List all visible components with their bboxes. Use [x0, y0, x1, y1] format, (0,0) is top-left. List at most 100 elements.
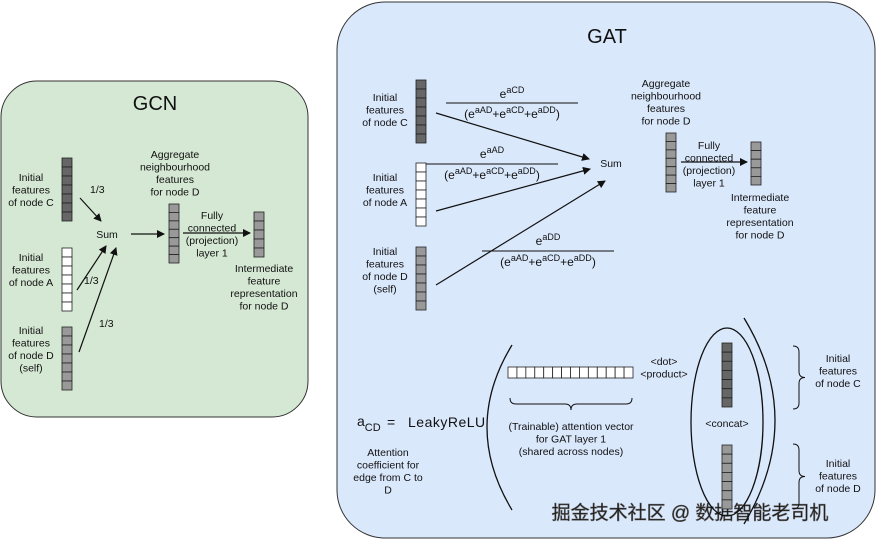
gat-aggregate-vector-cell: [665, 141, 677, 151]
gcn-node-d-vector-cell: [61, 371, 73, 382]
gcn-node-c-vector: [61, 157, 73, 222]
gcn-node-a-vector-cell: [61, 247, 73, 258]
gat-aggregate-vector-cell: [665, 132, 677, 142]
gcn-weight-c: 1/3: [90, 184, 105, 196]
concat-node-d-vector-cell: [721, 481, 733, 492]
gat-node-a-vector-cell: [415, 162, 427, 173]
concat-node-c-vector-cell: [721, 379, 733, 390]
gat-output-vector-cell: [750, 150, 762, 160]
gcn-node-c-vector-cell: [61, 193, 73, 204]
attention-vector-cell: [587, 366, 598, 379]
attention-fraction-c: eaCD(eaAD+eaCD+eaDD): [446, 85, 578, 121]
gcn-node-d-vector-cell: [61, 353, 73, 364]
concat-node-d-vector-cell: [721, 453, 733, 464]
gat-sum-label: Sum: [600, 158, 622, 170]
fracA-numerator: eaAD: [480, 145, 505, 161]
gat-title: GAT: [587, 26, 627, 48]
attention-vector-cell: [552, 366, 562, 379]
attention-vector: [507, 366, 634, 379]
gcn-node-a-vector-cell: [61, 256, 73, 267]
attention-vector-cell: [507, 366, 518, 379]
gcn-aggregate-vector-cell: [168, 203, 180, 213]
gat-node-d-vector-cell: [415, 255, 427, 266]
gat-node-c-vector-cell: [415, 97, 427, 108]
gat-node-c-vector-cell: [415, 124, 427, 135]
coef-equals: =: [387, 414, 395, 430]
fracA-denominator: (eaAD+eaCD+eaDD): [444, 166, 540, 182]
attention-vector-cell: [596, 366, 607, 379]
gcn-aggregate-vector-cell: [168, 220, 180, 230]
gcn-aggregate-vector-cell: [168, 237, 180, 247]
leaky-relu-open-paren: [486, 344, 513, 511]
gat-node-c-vector-cell: [415, 79, 427, 90]
concat-node-c-vector-cell: [721, 370, 733, 380]
gcn-sum-label: Sum: [96, 229, 118, 241]
attention-vector-cell: [561, 366, 571, 379]
dot-product-label: <dot><product>: [640, 356, 687, 381]
gat-output-vector-cell: [750, 141, 762, 152]
gcn-output-vector-cell: [253, 229, 265, 240]
gcn-node-a-vector-cell: [61, 292, 73, 303]
gcn-output-vector-cell: [253, 211, 265, 222]
gat-node-a-vector-cell: [415, 207, 427, 218]
gcn-output-vector-cell: [253, 247, 265, 258]
gcn-node-d-vector-cell: [61, 362, 73, 373]
attention-vector-cell: [543, 366, 554, 379]
gcn-output-vector: [253, 211, 265, 258]
gcn-arrow-a-to-sum: [76, 245, 107, 291]
coef-symbol: aCD: [357, 413, 381, 434]
gcn-node-a-vector-cell: [61, 265, 73, 276]
attention-vector-cell: [605, 366, 616, 379]
gat-aggregate-vector-cell: [665, 157, 677, 168]
gat-node-d-vector-cell: [415, 246, 427, 257]
gcn-node-a-vector-cell: [61, 301, 73, 312]
attention-fraction-d: eaDD (eaAD+eaCD+eaDD): [482, 232, 614, 269]
gcn-node-d-vector-cell: [61, 344, 73, 355]
attention-vector-cell: [534, 366, 545, 379]
gcn-aggregate-vector-cell: [168, 254, 180, 264]
gat-node-a-vector-cell: [415, 180, 427, 191]
gat-aggregate-vector-cell: [665, 149, 677, 159]
gat-node-d-vector-cell: [415, 264, 427, 275]
gat-node-d-vector-cell: [415, 273, 427, 284]
gat-node-a-vector: [415, 162, 427, 227]
concat-node-d-vector-cell: [721, 472, 733, 482]
gat-aggregate-vector-cell: [665, 183, 677, 193]
gcn-node-d-vector: [61, 326, 73, 391]
gat-output-vector-cell: [750, 167, 762, 177]
concat-node-d-vector: [721, 444, 733, 510]
attention-vector-cell: [623, 366, 634, 379]
gcn-node-d-vector-cell: [61, 380, 73, 391]
gcn-aggregate-vector-cell: [168, 228, 180, 239]
gat-arrow-c-to-sum: [435, 112, 590, 161]
gcn-node-d-vector-cell: [61, 326, 73, 337]
attention-fraction-a: eaAD (eaAD+eaCD+eaDD): [426, 145, 558, 182]
fracD-denominator: (eaAD+eaCD+eaDD): [500, 253, 596, 269]
brace-node-d: [792, 443, 806, 510]
gcn-node-c-vector-cell: [61, 166, 73, 177]
gat-arrow-a-to-sum: [435, 166, 591, 212]
fracD-numerator: eaDD: [536, 232, 561, 248]
concat-node-d-vector-cell: [721, 462, 733, 473]
concat-node-c-vector-cell: [721, 351, 733, 362]
gat-node-c-vector-cell: [415, 133, 427, 144]
gat-node-a-vector-cell: [415, 216, 427, 227]
gat-aggregate-vector-cell: [665, 166, 677, 176]
gcn-title: GCN: [133, 93, 177, 115]
gat-node-d-vector-cell: [415, 300, 427, 311]
concat-node-d-vector-cell: [721, 490, 733, 501]
gcn-node-c-vector-cell: [61, 157, 73, 168]
gcn-node-a-vector: [61, 247, 73, 312]
gat-aggregate-vector-cell: [665, 174, 677, 184]
gcn-node-a-vector-cell: [61, 274, 73, 285]
